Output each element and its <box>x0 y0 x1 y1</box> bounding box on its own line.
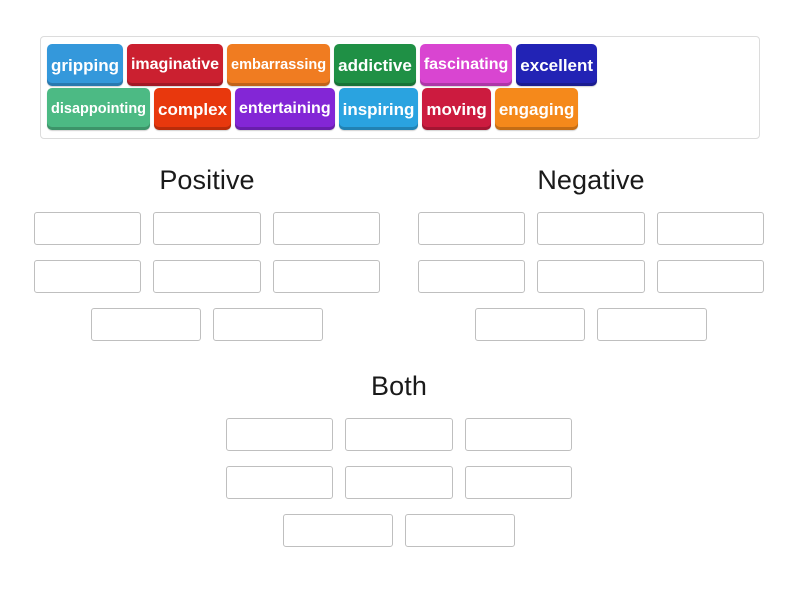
drop-slot[interactable] <box>464 466 572 499</box>
drop-slot[interactable] <box>153 212 261 245</box>
word-tile-entertaining[interactable]: entertaining <box>235 88 335 130</box>
category-positive: Positive <box>28 167 386 341</box>
word-tile-engaging[interactable]: engaging <box>494 88 579 130</box>
slot-row <box>220 418 578 451</box>
drop-slot[interactable] <box>34 260 142 293</box>
drop-slot[interactable] <box>656 212 764 245</box>
drop-slot[interactable] <box>656 260 764 293</box>
word-tile-inspiring[interactable]: inspiring <box>338 88 419 130</box>
word-tile-complex[interactable]: complex <box>154 88 232 130</box>
slot-row <box>412 212 770 245</box>
drop-slot[interactable] <box>272 260 380 293</box>
drop-slot[interactable] <box>283 514 393 547</box>
drop-slot[interactable] <box>91 308 201 341</box>
drop-slot[interactable] <box>464 418 572 451</box>
word-tile-fascinating[interactable]: fascinating <box>419 44 513 86</box>
slot-grid-positive <box>28 212 386 341</box>
slot-row <box>28 308 386 341</box>
word-tile-disappointing[interactable]: disappointing <box>47 88 151 130</box>
word-tile-bank: gripping imaginative embarrassing addict… <box>40 36 760 139</box>
slot-row <box>412 260 770 293</box>
tile-bank-row-2: disappointing complex entertaining inspi… <box>45 87 755 131</box>
drop-slot[interactable] <box>213 308 323 341</box>
slot-grid-both <box>220 418 578 547</box>
drop-slot[interactable] <box>153 260 261 293</box>
slot-row <box>28 260 386 293</box>
drop-slot[interactable] <box>418 260 526 293</box>
word-tile-addictive[interactable]: addictive <box>334 44 416 86</box>
word-tile-imaginative[interactable]: imaginative <box>126 44 224 86</box>
word-tile-embarrassing[interactable]: embarrassing <box>227 44 331 86</box>
drop-slot[interactable] <box>418 212 526 245</box>
drop-slot[interactable] <box>537 260 645 293</box>
drop-slot[interactable] <box>537 212 645 245</box>
word-tile-excellent[interactable]: excellent <box>516 44 598 86</box>
drop-slot[interactable] <box>345 466 453 499</box>
slot-row <box>220 514 578 547</box>
drop-slot[interactable] <box>272 212 380 245</box>
slot-row <box>28 212 386 245</box>
drop-slot[interactable] <box>226 418 334 451</box>
category-both: Both <box>220 373 578 547</box>
category-negative: Negative <box>412 167 770 341</box>
word-tile-gripping[interactable]: gripping <box>47 44 123 86</box>
category-title-positive: Positive <box>159 165 255 195</box>
category-title-negative: Negative <box>537 165 645 195</box>
drop-slot[interactable] <box>597 308 707 341</box>
drop-slot[interactable] <box>405 514 515 547</box>
tile-bank-row-1: gripping imaginative embarrassing addict… <box>45 43 755 87</box>
slot-row <box>412 308 770 341</box>
slot-grid-negative <box>412 212 770 341</box>
drop-slot[interactable] <box>34 212 142 245</box>
word-tile-moving[interactable]: moving <box>422 88 491 130</box>
category-title-both: Both <box>371 371 427 401</box>
slot-row <box>220 466 578 499</box>
drop-slot[interactable] <box>475 308 585 341</box>
drop-slot[interactable] <box>226 466 334 499</box>
drop-slot[interactable] <box>345 418 453 451</box>
